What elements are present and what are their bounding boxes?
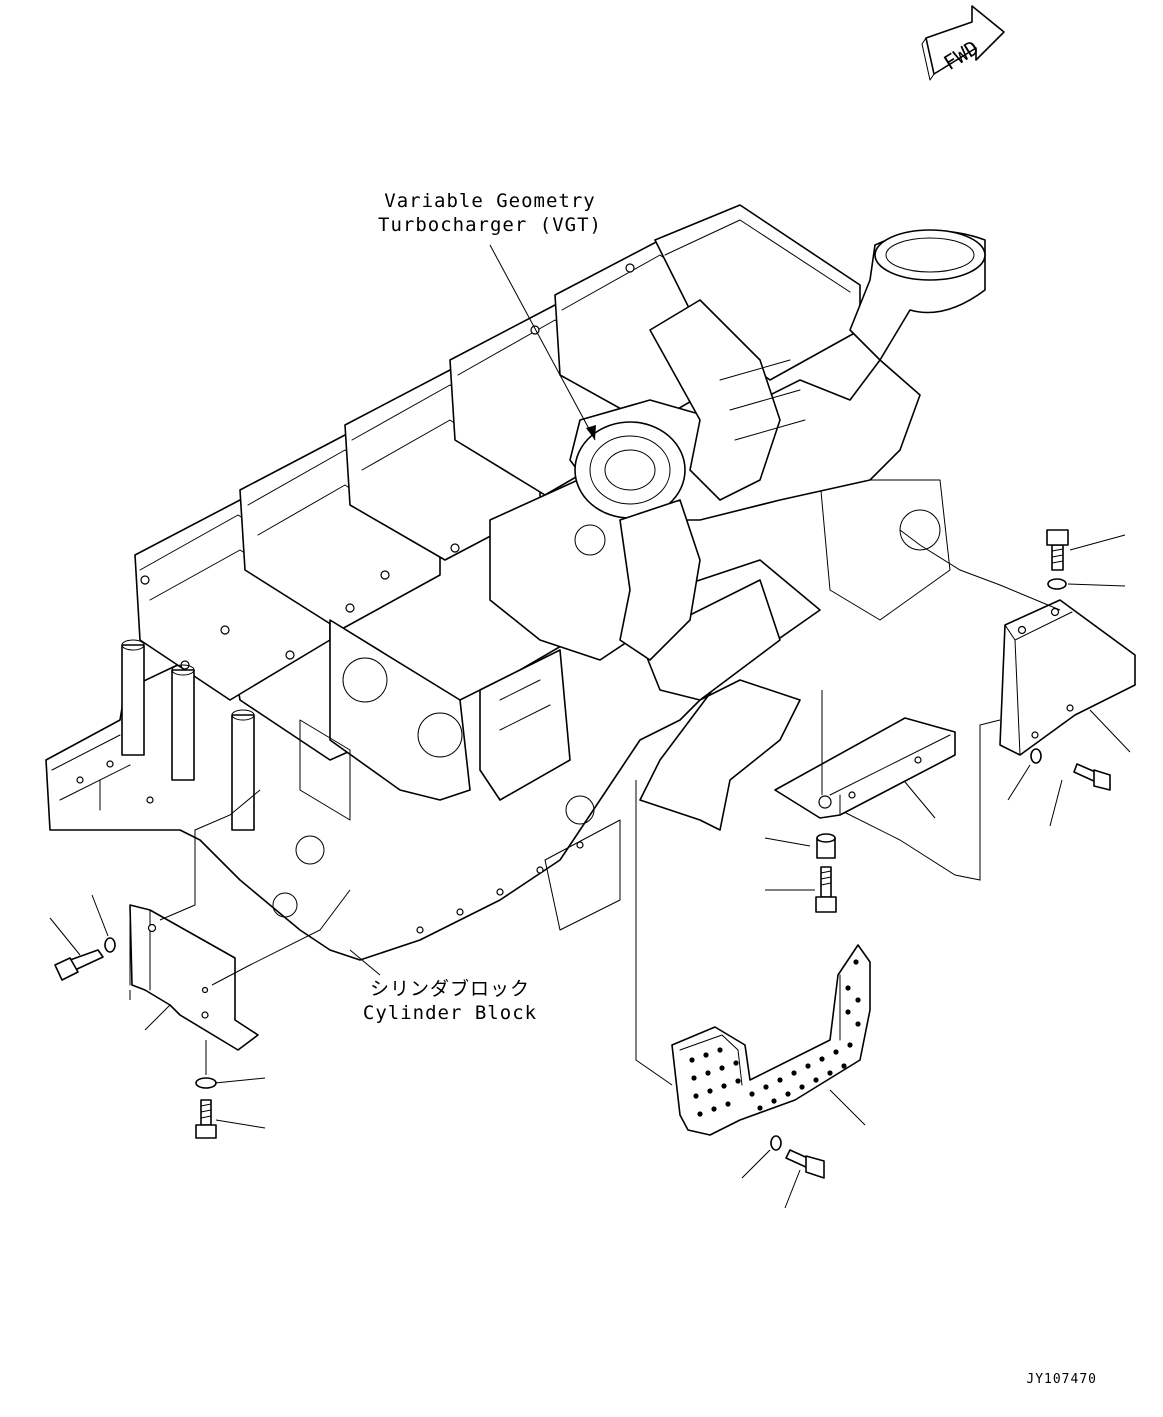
spacer-icon [816,833,836,859]
lower-left-bolt-icon [195,1099,217,1139]
right-upper-bracket [839,529,1136,881]
left-bolt-icon [54,949,104,981]
right-lower-bolt-icon [1073,763,1111,791]
vgt-label-line1: Variable Geometry [384,190,596,212]
vgt-turbocharger [569,229,986,661]
middle-flat-bracket [764,690,956,913]
left-washer-icon [104,937,116,953]
guard-washer-icon [770,1135,782,1151]
left-bracket [49,789,351,1139]
vgt-label-line2: Turbocharger (VGT) [378,214,602,236]
vgt-leader-line [489,244,596,441]
cylinder-block-label-en: Cylinder Block [362,1002,538,1024]
fwd-text: FWD [939,36,982,75]
perforated-guard-bracket [635,780,871,1209]
right-lower-washer-icon [1030,748,1042,764]
cylinder-block-label-jp: シリンダブロック [369,978,530,1000]
right-top-washer-icon [1047,578,1067,590]
right-top-bolt-icon [1046,529,1069,571]
injector-pumps [121,639,255,831]
fwd-arrow-icon: FWD [921,5,1005,81]
lower-left-washer-icon [195,1077,217,1089]
cylinder-block-leader-line [349,949,381,976]
perforation-holes [689,959,861,1117]
middle-bolt-icon [815,866,837,913]
engine-block [45,204,951,961]
valve-cover-bolts [140,263,635,670]
cylinder-block-label: シリンダブロック Cylinder Block [345,977,555,1025]
vgt-label: Variable Geometry Turbocharger (VGT) [360,189,620,237]
guard-bolt-icon [785,1149,825,1179]
drawing-code: JY107470 [1026,1372,1097,1387]
vgt-leader-arrowhead [586,425,596,440]
pan-flange-holes [76,760,584,934]
